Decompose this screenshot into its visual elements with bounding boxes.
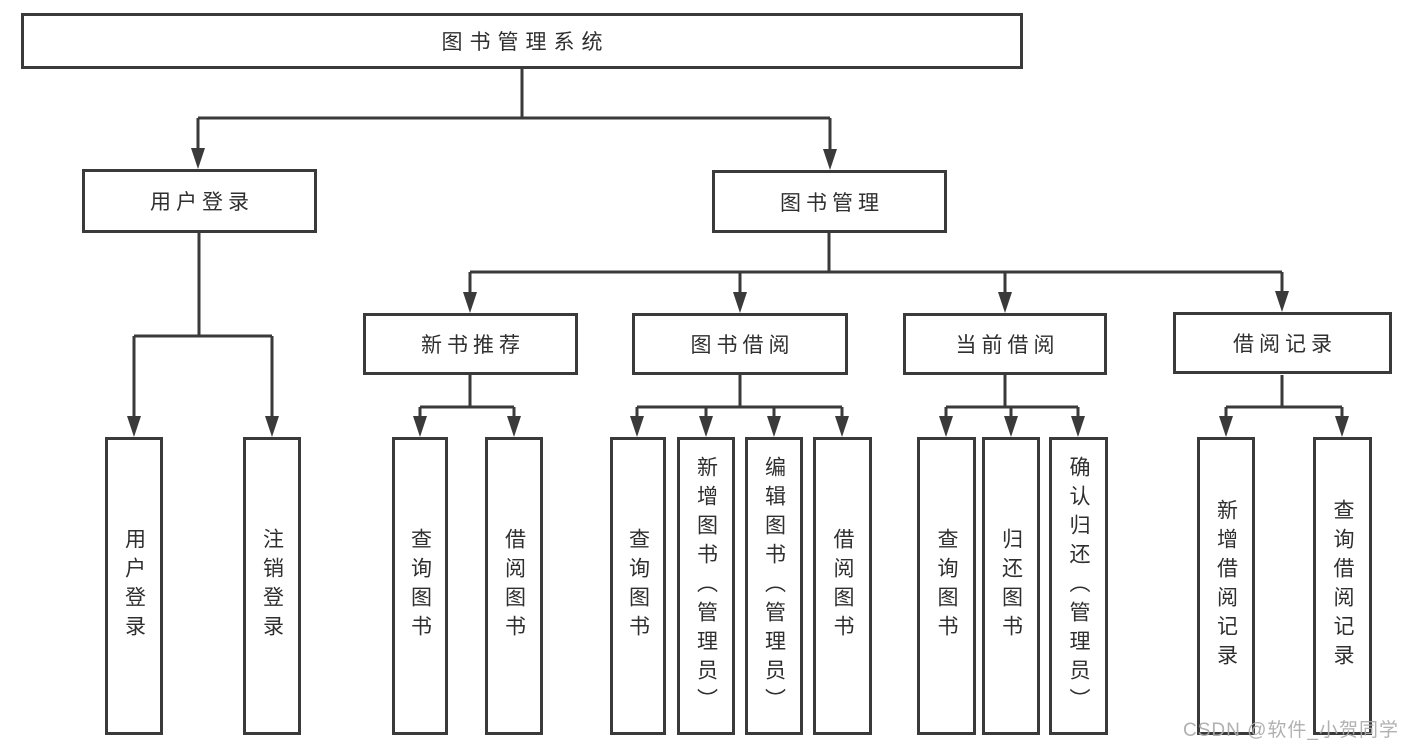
leaf-query-books-recommend: 查询图书 <box>392 437 448 735</box>
leaf-query-borrow-record-label: 查询借阅记录 <box>1331 499 1354 673</box>
leaf-add-borrow-record-label: 新增借阅记录 <box>1214 499 1238 673</box>
leaf-query-books-borrow: 查询图书 <box>610 437 666 735</box>
leaf-user-login: 用户登录 <box>105 437 163 735</box>
leaf-edit-book-admin: 编辑图书（管理员） <box>745 437 803 735</box>
leaf-edit-book-admin-label: 编辑图书（管理员） <box>762 455 786 717</box>
connector-paths <box>132 69 1344 418</box>
leaf-add-book-admin-label: 新增图书（管理员） <box>694 455 718 717</box>
leaf-query-books-current-label: 查询图书 <box>935 528 958 644</box>
leaf-logout: 注销登录 <box>243 437 301 735</box>
leaf-add-borrow-record: 新增借阅记录 <box>1197 437 1255 735</box>
node-book-borrow: 图书借阅 <box>632 313 848 375</box>
leaf-query-books-current: 查询图书 <box>917 437 976 735</box>
leaf-user-login-label: 用户登录 <box>122 528 146 644</box>
connector-arrowheads <box>127 148 1349 437</box>
leaf-return-book: 归还图书 <box>982 437 1040 735</box>
node-root: 图书管理系统 <box>21 13 1023 69</box>
leaf-query-books-borrow-label: 查询图书 <box>626 528 650 644</box>
node-user-login: 用户登录 <box>82 169 317 233</box>
leaf-confirm-return-admin-label: 确认归还（管理员） <box>1067 455 1090 717</box>
leaf-borrow-books: 借阅图书 <box>813 437 872 735</box>
leaf-logout-label: 注销登录 <box>260 528 284 644</box>
node-current-borrow: 当前借阅 <box>903 313 1107 375</box>
node-book-management: 图书管理 <box>712 170 947 233</box>
leaf-add-book-admin: 新增图书（管理员） <box>677 437 735 735</box>
leaf-confirm-return-admin: 确认归还（管理员） <box>1049 437 1108 735</box>
leaf-borrow-books-recommend: 借阅图书 <box>485 437 543 735</box>
leaf-return-book-label: 归还图书 <box>999 528 1023 644</box>
leaf-borrow-books-label: 借阅图书 <box>831 528 854 644</box>
leaf-query-borrow-record: 查询借阅记录 <box>1313 437 1372 735</box>
leaf-query-books-recommend-label: 查询图书 <box>408 528 432 644</box>
leaf-borrow-books-recommend-label: 借阅图书 <box>502 528 526 644</box>
node-new-book-recommend: 新书推荐 <box>363 313 578 375</box>
node-borrow-records: 借阅记录 <box>1173 312 1392 374</box>
